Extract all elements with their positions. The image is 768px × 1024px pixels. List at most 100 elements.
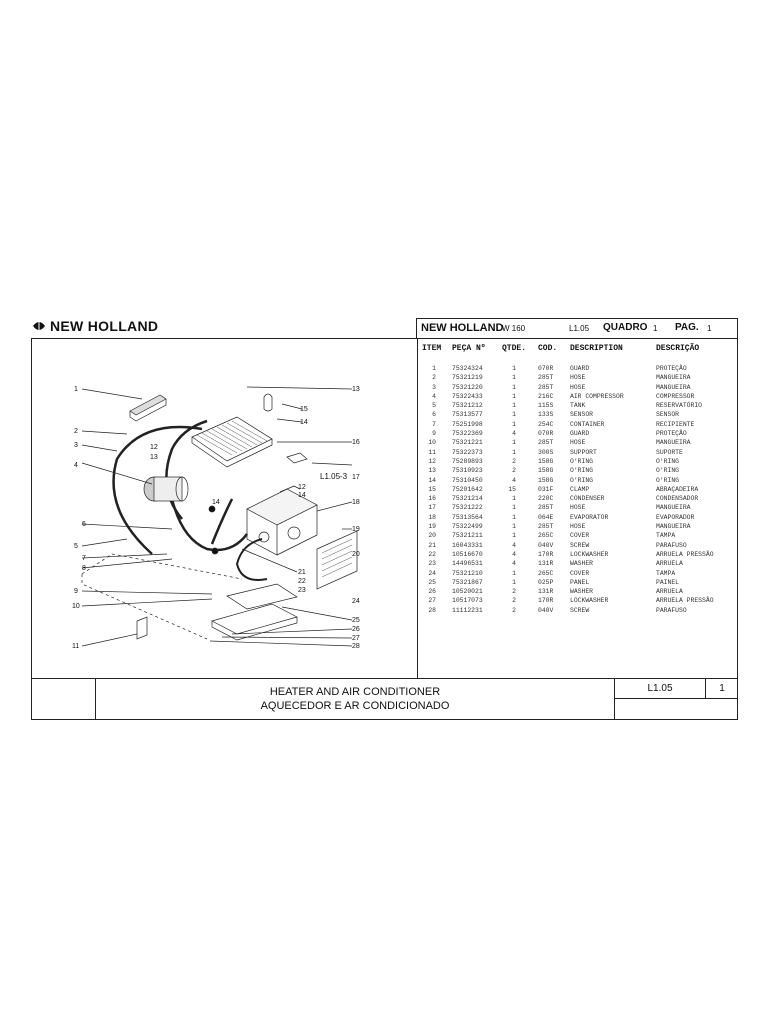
col-item: ITEM [422,344,442,353]
cell-en: SCREW [570,606,590,614]
cell-qty: 1 [512,420,516,428]
callout-21: 21 [298,569,306,576]
cell-cod: 170R [538,597,554,605]
col-qty: QTDE. [502,344,527,353]
cell-part: 14496531 [452,560,483,568]
cell-en: LOCKWASHER [570,550,609,558]
cell-pt: MANGUEIRA [656,439,691,447]
cell-en: HOSE [570,439,586,447]
header-page-value: 1 [707,324,712,333]
footer-code: L1.05 [615,679,706,698]
cell-pt: MANGUEIRA [656,374,691,382]
cell-cod: 285T [538,383,554,391]
cell-item: 23 [428,560,436,568]
cell-part: 75251998 [452,420,483,428]
cell-part: 75321867 [452,578,483,586]
cell-pt: PARAFUSO [656,606,687,614]
cell-en: GUARD [570,430,590,438]
cell-en: LOCKWASHER [570,597,609,605]
cell-en: TANK [570,402,586,410]
cell-part: 10516670 [452,550,483,558]
callout-15: 15 [300,406,308,413]
cell-part: 75321210 [452,569,483,577]
drawing-title: HEATER AND AIR CONDITIONER AQUECEDOR E A… [96,679,614,720]
title-block-blank [32,679,96,720]
cell-part: 75310450 [452,476,483,484]
title-block: HEATER AND AIR CONDITIONER AQUECEDOR E A… [32,678,738,720]
diagram-drawing: 1 2 3 4 5 6 7 8 9 10 11 12 13 13 14 15 1… [72,386,360,650]
cell-item: 5 [432,402,436,410]
callout-14: 14 [300,419,308,426]
cell-pt: ARRUELA PRESSÃO [656,597,714,605]
cell-qty: 1 [512,495,516,503]
callout-19: 19 [352,526,360,533]
cell-en: SENSOR [570,411,594,419]
brand-logo: NEW HOLLAND [32,318,158,334]
callout-14b: 14 [298,492,306,499]
cell-en: HOSE [570,504,586,512]
cell-cod: 285T [538,504,554,512]
callout-1: 1 [74,386,78,393]
callout-11: 11 [72,643,79,650]
callout-14c: 14 [212,499,220,506]
cell-cod: 131R [538,560,554,568]
cell-part: 75322499 [452,523,483,531]
cell-en: AIR COMPRESSOR [570,392,624,400]
cell-item: 25 [428,578,436,586]
cell-item: 14 [428,476,436,484]
cell-en: O'RING [570,467,594,475]
cell-qty: 1 [512,578,516,586]
cell-cod: 070R [538,365,554,372]
cell-part: 75321220 [452,383,483,391]
cell-en: HOSE [570,383,586,391]
callout-13b: 13 [150,454,158,461]
cell-pt: PROTEÇÃO [656,365,687,372]
cell-pt: CONDENSADOR [656,495,699,503]
cell-qty: 1 [512,383,516,391]
cell-pt: SUPORTE [656,448,683,456]
cell-item: 27 [428,597,436,605]
callout-17: 17 [352,474,360,481]
cell-qty: 1 [512,569,516,577]
sheet-header: NEW HOLLAND W 160 L1.05 QUADRO 1 PAG. 1 [416,318,738,339]
callout-13: 13 [352,386,360,393]
cell-item: 10 [428,439,436,447]
callout-28: 28 [352,643,360,650]
cell-cod: 216C [538,392,554,400]
cell-item: 20 [428,532,436,540]
cell-pt: O'RING [656,476,680,484]
cell-cod: 115S [538,402,554,410]
cell-pt: TAMPA [656,569,676,577]
cell-en: COVER [570,532,590,540]
cell-item: 16 [428,495,436,503]
cell-qty: 15 [508,485,516,493]
cell-cod: 064E [538,513,554,521]
cell-pt: RECIPIENTE [656,420,695,428]
cell-item: 7 [432,420,436,428]
cell-qty: 2 [512,597,516,605]
cell-en: PANEL [570,578,590,586]
cell-part: 75321219 [452,374,483,382]
cell-cod: 031F [538,485,554,493]
cell-cod: 070R [538,430,554,438]
col-desc-pt: DESCRIÇÃO [656,344,700,353]
cell-part: 75313564 [452,513,483,521]
reference-label: L1.05-3 [320,472,348,481]
callout-20: 20 [352,551,360,558]
cell-qty: 1 [512,402,516,410]
cell-item: 21 [428,541,436,549]
callout-5: 5 [74,543,78,550]
cell-item: 2 [432,374,436,382]
cell-item: 28 [428,606,436,614]
cell-cod: 131R [538,588,554,596]
